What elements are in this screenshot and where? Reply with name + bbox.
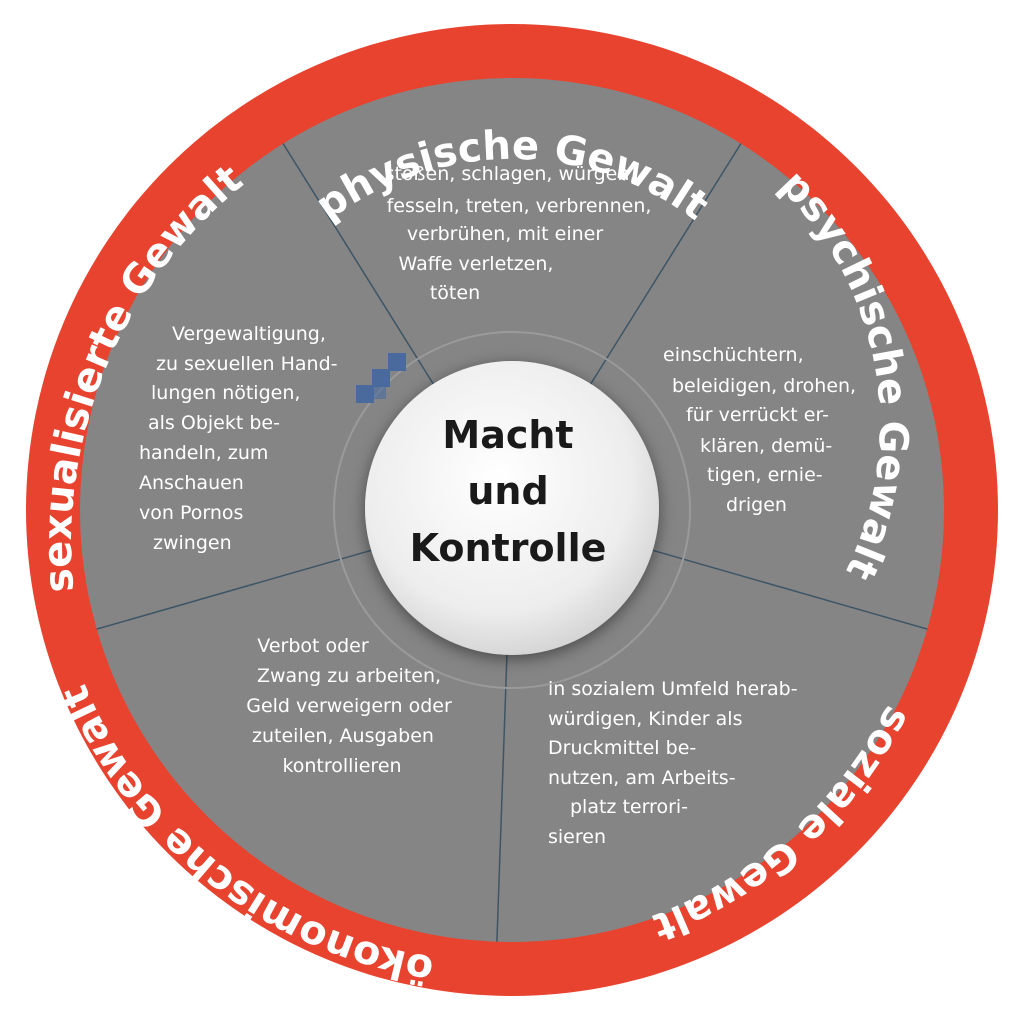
soziale-line-6: sieren [548, 826, 606, 848]
segment-text-oekonomische: Verbot oder Zwang zu arbeiten, Geld verw… [246, 635, 452, 777]
segment-text-physische: stoßen, schlagen, würgen, fesseln, trete… [385, 163, 652, 304]
psychische-line-1: einschüchtern, [663, 344, 804, 366]
sexualisierte-line-2: zu sexuellen Hand- [156, 353, 338, 375]
physische-line-1: stoßen, schlagen, würgen, [385, 163, 636, 185]
segment-text-soziale: in sozialem Umfeld herab- würdigen, Kind… [548, 678, 798, 848]
accent-squares [356, 353, 406, 403]
psychische-line-5: tigen, ernie- [707, 464, 823, 486]
physische-line-4: Waffe verletzen, [399, 253, 554, 275]
psychische-line-4: klären, demü- [700, 435, 832, 457]
segment-text-sexualisierte: Vergewaltigung, zu sexuellen Hand- lunge… [139, 323, 338, 554]
soziale-line-4: nutzen, am Arbeits- [548, 767, 736, 789]
sexualisierte-line-1: Vergewaltigung, [172, 323, 326, 345]
physische-line-5: töten [430, 282, 480, 304]
center-line-2: und [467, 469, 548, 513]
soziale-line-2: würdigen, Kinder als [548, 708, 742, 730]
inner-guide-circle [333, 331, 691, 689]
sexualisierte-line-5: handeln, zum [139, 442, 268, 464]
psychische-line-6: drigen [726, 494, 787, 516]
sexualisierte-line-7: von Pornos [139, 502, 243, 524]
psychische-line-3: für verrückt er- [686, 404, 829, 426]
oekonomische-line-1: Verbot oder [257, 635, 369, 657]
physische-line-3: verbrühen, mit einer [407, 223, 603, 245]
center-line-3: Kontrolle [410, 526, 607, 570]
sexualisierte-line-4: als Objekt be- [148, 412, 280, 434]
center-hub: Macht und Kontrolle [365, 361, 659, 655]
sexualisierte-line-6: Anschauen [139, 472, 244, 494]
soziale-line-3: Druckmittel be- [548, 737, 696, 759]
oekonomische-line-5: kontrollieren [282, 755, 401, 777]
oekonomische-line-4: zuteilen, Ausgaben [252, 725, 434, 747]
sexualisierte-line-8: zwingen [153, 532, 232, 554]
soziale-line-5: platz terrori- [570, 796, 688, 818]
sexualisierte-line-3: lungen nötigen, [151, 382, 300, 404]
physische-line-2: fesseln, treten, verbrennen, [387, 195, 652, 217]
soziale-line-1: in sozialem Umfeld herab- [548, 678, 798, 700]
segment-text-psychische: einschüchtern, beleidigen, drohen, für v… [663, 344, 856, 516]
oekonomische-line-2: Zwang zu arbeiten, [257, 665, 441, 687]
oekonomische-line-3: Geld verweigern oder [246, 695, 452, 717]
center-line-1: Macht [442, 413, 573, 457]
psychische-line-2: beleidigen, drohen, [672, 375, 856, 397]
